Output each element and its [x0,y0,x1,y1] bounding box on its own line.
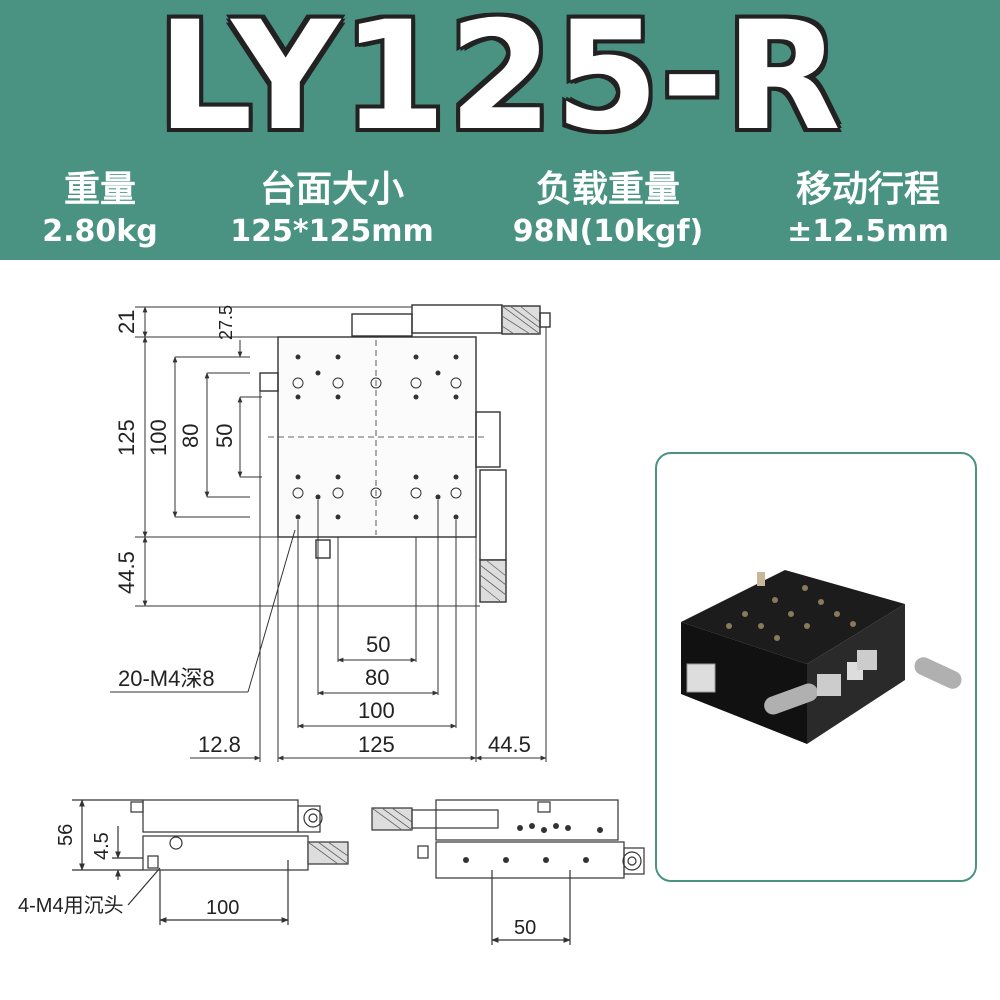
dim-125-horizontal: 125 [358,732,395,757]
spec-weight: 重量 2.80kg [0,168,220,252]
dim-50-horizontal: 50 [366,632,390,657]
model-title: LY125-R [157,0,843,164]
side-view [72,799,349,925]
spec-value: 98N(10kgf) [512,214,704,249]
dim-44-5-vertical: 44.5 [114,551,139,594]
dim-50-front: 50 [514,917,536,939]
dim-80-vertical: 80 [178,424,203,448]
spec-value: ±12.5mm [787,214,949,249]
spec-label: 移动行程 [795,169,940,210]
front-view [371,799,645,945]
spec-label: 负载重量 [535,169,680,210]
technical-drawing: 21 27.5 125 100 80 50 44.5 50 80 100 12.… [18,304,645,945]
spec-value: 2.80kg [42,214,158,249]
spec-label: 重量 [63,169,136,210]
dim-21: 21 [114,310,139,334]
top-view [259,304,551,603]
dim-27-5: 27.5 [216,305,236,340]
spec-travel: 移动行程 ±12.5mm [748,168,988,252]
dim-100-side: 100 [206,897,239,919]
dim-12-8: 12.8 [198,732,241,757]
spec-table-size: 台面大小 125*125mm [212,168,452,252]
dim-100-vertical: 100 [146,419,171,456]
mounting-holes [292,354,462,520]
spec-header: LY125-R 重量 2.80kg 台面大小 125*125mm 负载重量 98… [0,0,1000,260]
dim-80-horizontal: 80 [365,665,389,690]
dim-125-vertical: 125 [114,419,139,456]
spec-load: 负载重量 98N(10kgf) [488,168,728,252]
dim-4-5: 4.5 [91,832,113,860]
spec-value: 125*125mm [230,214,434,249]
dim-50-vertical: 50 [212,424,237,448]
mount-note: 4-M4用沉头 [18,894,124,917]
dim-100-horizontal: 100 [358,698,395,723]
dim-56: 56 [55,824,77,846]
dim-44-5-horizontal: 44.5 [488,732,531,757]
spec-label: 台面大小 [259,169,404,210]
product-photo [681,570,962,744]
hole-note: 20-M4深8 [118,666,215,691]
product-photo-card [655,452,977,882]
